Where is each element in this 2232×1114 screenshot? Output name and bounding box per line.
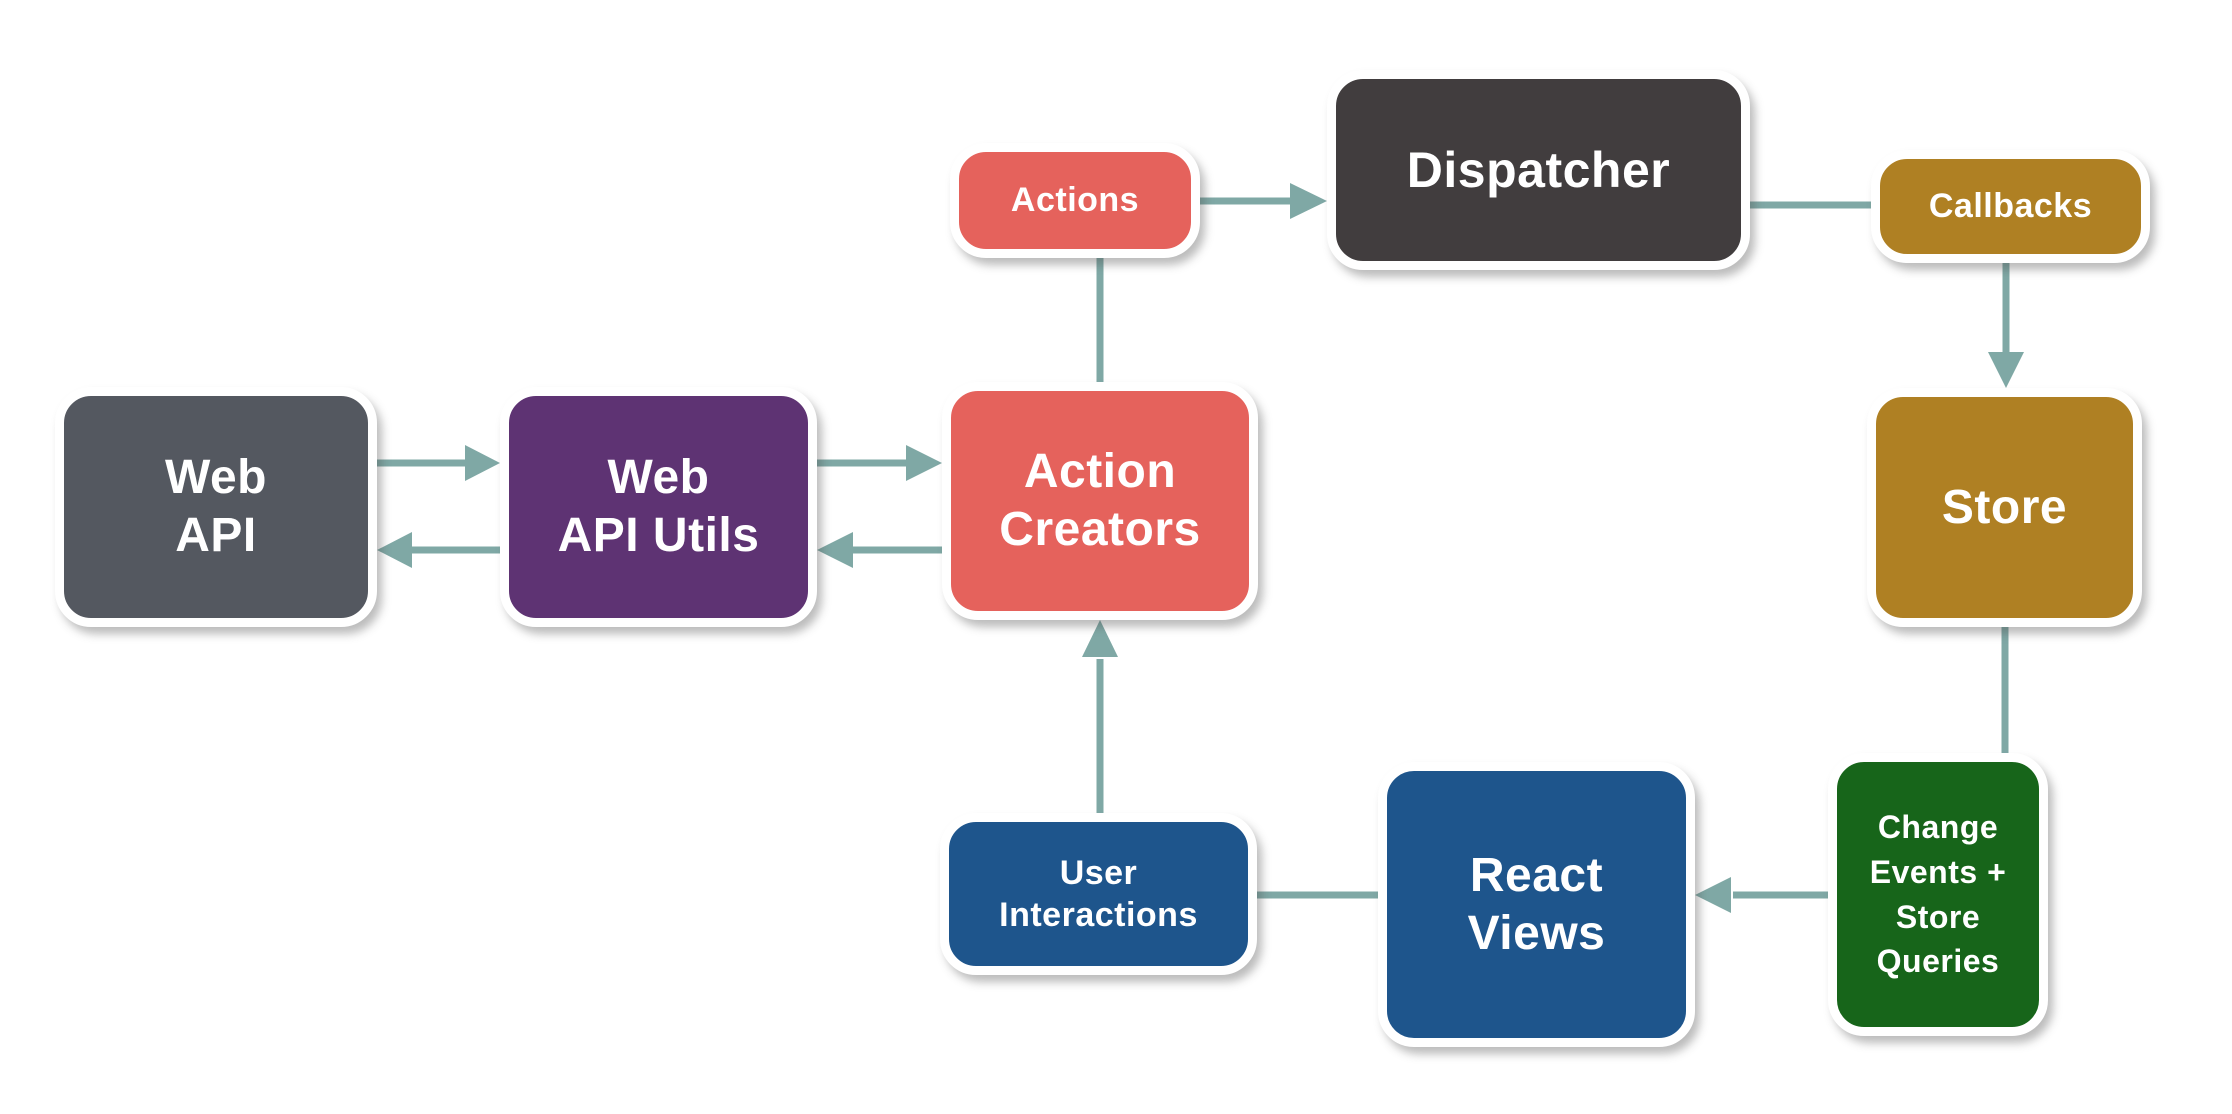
node-callbacks-label: Callbacks (1928, 187, 2093, 226)
arrow-change-events-to-react-views (1695, 877, 1828, 913)
node-react-views: React Views (1378, 762, 1695, 1047)
arrow-action-creators-to-web-api-utils (817, 532, 942, 568)
node-web-api: Web API (55, 387, 377, 627)
node-dispatcher: Dispatcher (1327, 70, 1750, 270)
node-change-events: Change Events + Store Queries (1828, 753, 2048, 1036)
node-actions: Actions (950, 143, 1200, 258)
node-action-creators: Action Creators (942, 382, 1258, 620)
node-actions-label: Actions (1010, 181, 1140, 220)
arrow-web-api-utils-to-action-creators (817, 445, 942, 481)
node-callbacks: Callbacks (1871, 150, 2150, 263)
arrow-user-interactions-to-action-creators (1082, 620, 1118, 813)
arrow-web-api-to-web-api-utils (377, 445, 500, 481)
arrow-callbacks-to-store (1988, 263, 2024, 388)
arrow-web-api-utils-to-web-api (377, 532, 500, 568)
node-dispatcher-label: Dispatcher (1406, 141, 1671, 198)
node-action-creators-label: Action Creators (999, 445, 1201, 556)
node-web-api-label: Web API (165, 451, 267, 562)
node-user-interactions: User Interactions (940, 813, 1257, 975)
node-store-label: Store (1941, 480, 2068, 534)
node-change-events-label: Change Events + Store Queries (1869, 808, 2007, 980)
arrow-actions-to-dispatcher (1200, 183, 1327, 219)
node-react-views-label: React Views (1467, 848, 1606, 960)
node-web-api-utils: Web API Utils (500, 387, 817, 627)
node-store: Store (1867, 388, 2142, 627)
node-user-interactions-label: User Interactions (999, 853, 1198, 935)
node-web-api-utils-label: Web API Utils (557, 451, 760, 562)
